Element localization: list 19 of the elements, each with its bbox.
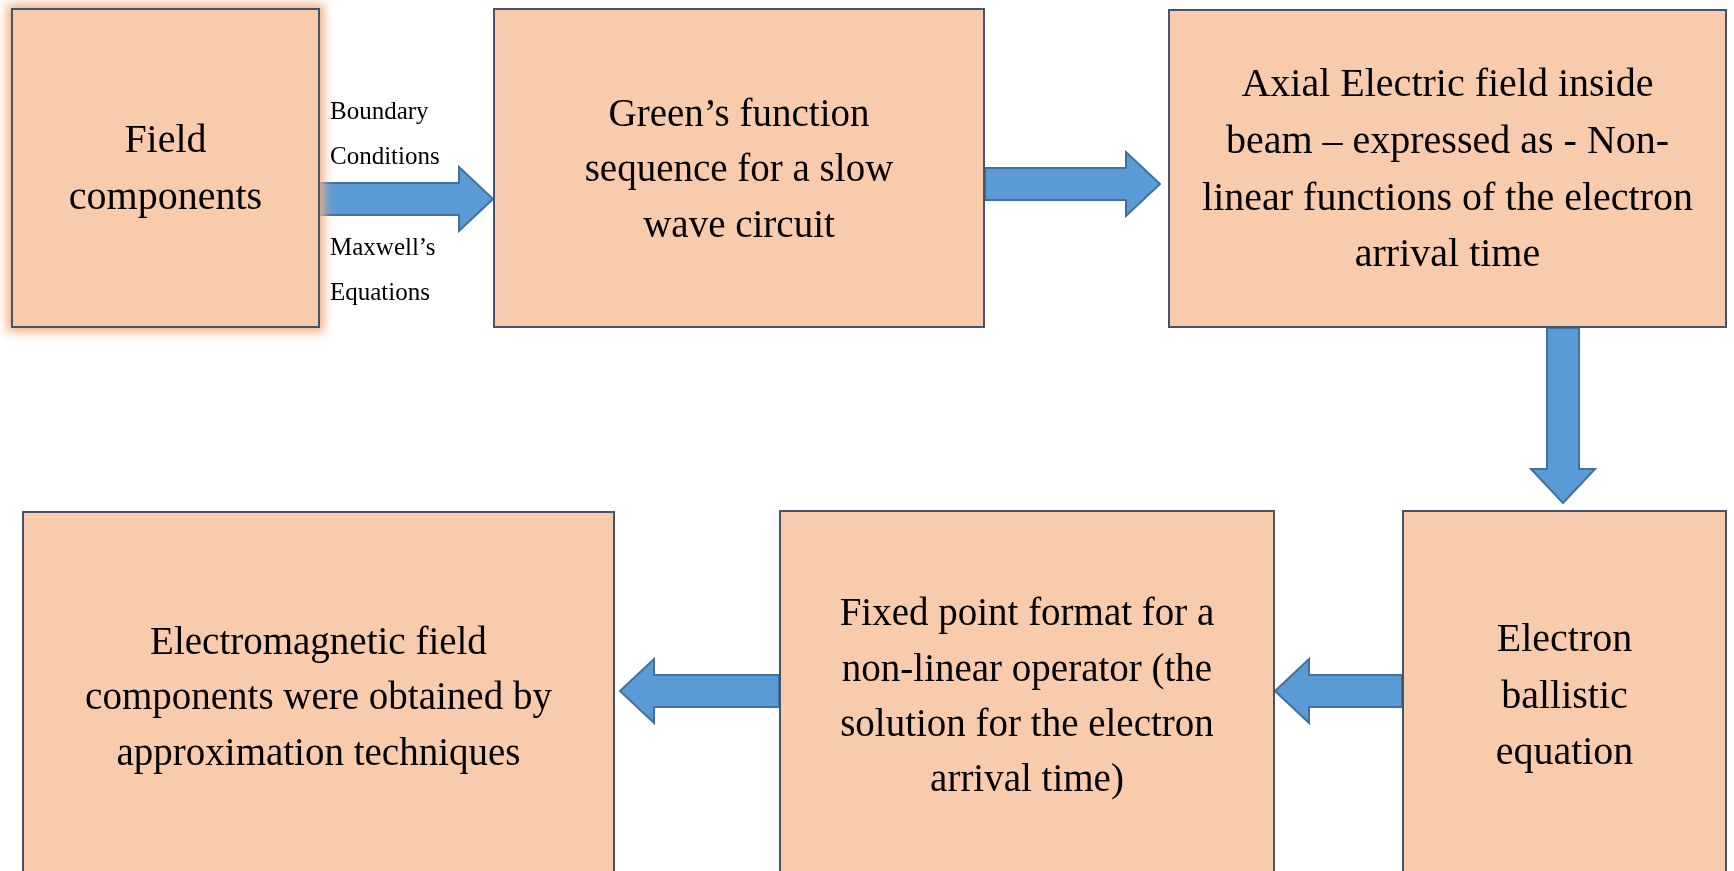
process-box xyxy=(1402,510,1727,871)
box-text: Fixed point format for a non-linear operator (the solution for the electron arrival time) xyxy=(838,589,1216,802)
block-arrow xyxy=(984,149,1162,219)
process-box xyxy=(1168,9,1727,328)
process-box xyxy=(493,8,985,328)
box-text: Green’s function sequence for a slow wave circuit xyxy=(583,89,895,247)
block-arrow xyxy=(618,656,780,726)
block-arrow xyxy=(1273,656,1403,726)
process-box xyxy=(779,510,1275,871)
process-box xyxy=(22,511,615,871)
box-text: Electromagnetic field components were obtained by approximation techniques xyxy=(84,617,553,776)
box-text: Field components xyxy=(67,115,264,220)
arrow-annotation: Maxwell’s Equations xyxy=(330,232,437,307)
process-box xyxy=(11,8,320,328)
block-arrow xyxy=(319,164,495,234)
arrow-annotation: Boundary Conditions xyxy=(330,96,441,171)
box-text: Electron ballistic equation xyxy=(1494,613,1635,776)
box-text: Axial Electric field inside beam – expressed as - Non-linear functions of the electron arrival time xyxy=(1201,58,1694,278)
block-arrow xyxy=(1528,327,1598,505)
